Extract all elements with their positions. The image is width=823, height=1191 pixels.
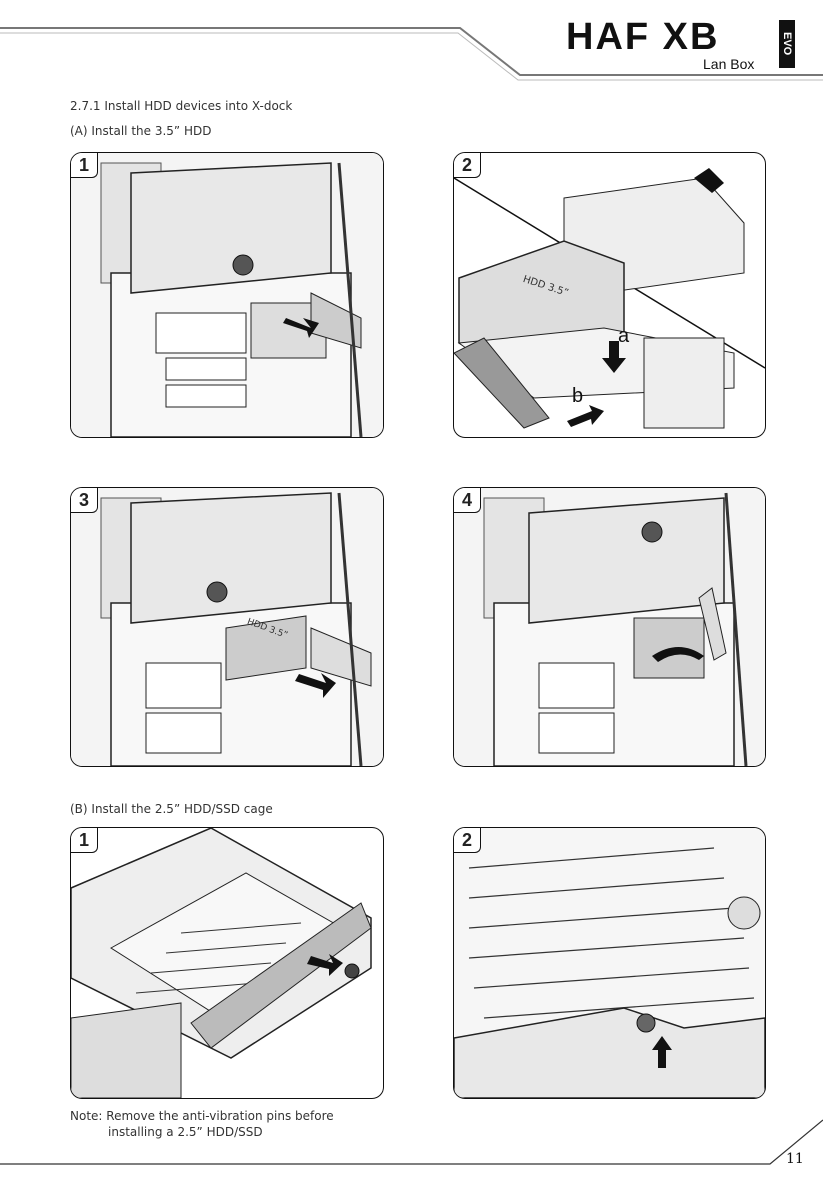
step-panel-b1: 1: [70, 827, 384, 1099]
case-illustration: [71, 488, 383, 766]
step-number: 4: [454, 488, 481, 513]
step-number: 1: [71, 828, 98, 853]
section-a-subtitle: (A) Install the 3.5” HDD: [70, 124, 211, 138]
callout-label-b: b: [572, 385, 583, 408]
case-illustration: [454, 488, 765, 766]
step-number: 2: [454, 828, 481, 853]
section-b-subtitle: (B) Install the 2.5” HDD/SSD cage: [70, 802, 273, 816]
callout-label-a: a: [618, 325, 629, 348]
case-illustration: [71, 153, 383, 437]
cage-illustration: [71, 828, 383, 1098]
step-panel-a3: 3 HDD 3.5”: [70, 487, 384, 767]
step-panel-a4: 4: [453, 487, 766, 767]
page-number: 11: [786, 1151, 804, 1167]
step-number: 3: [71, 488, 98, 513]
cage-illustration: [454, 828, 765, 1098]
section-title: 2.7.1 Install HDD devices into X-dock: [70, 99, 292, 113]
footer-decoration: [0, 1115, 823, 1175]
step-panel-b2: 2: [453, 827, 766, 1099]
tray-illustration: [454, 153, 765, 437]
step-panel-a1: 1: [70, 152, 384, 438]
brand-logo: HAF XB: [566, 18, 719, 56]
step-number: 1: [71, 153, 98, 178]
brand-edition-badge: EVO: [779, 20, 795, 68]
brand-subtitle: Lan Box: [703, 56, 754, 72]
step-panel-a2: 2 a b HDD 3.5”: [453, 152, 766, 438]
step-number: 2: [454, 153, 481, 178]
